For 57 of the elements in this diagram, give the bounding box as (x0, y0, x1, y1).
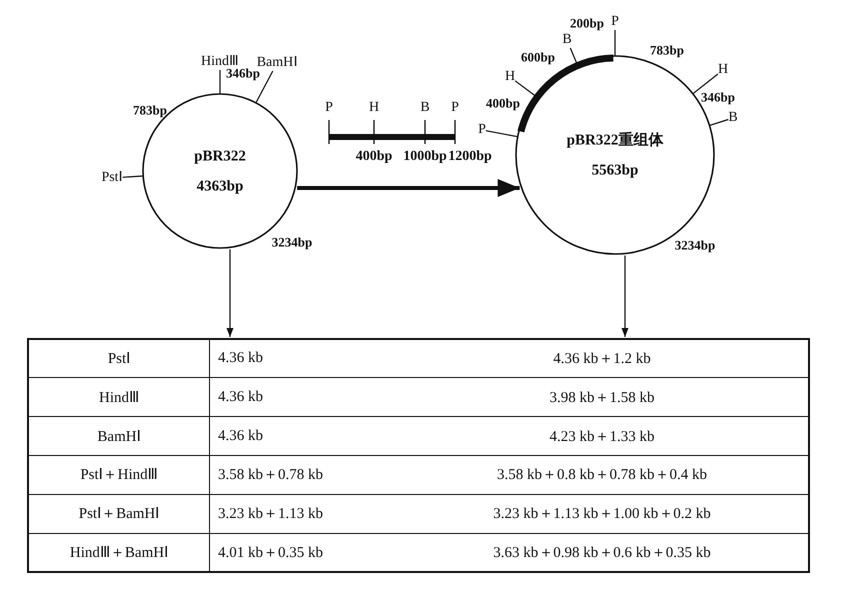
length-label: 600bp (521, 50, 555, 64)
table-cell: 4.23 kb＋1.33 kb (550, 428, 654, 445)
leader-line (255, 70, 274, 104)
table-cell: 3.63 kb＋0.98 kb＋0.6 kb＋0.35 kb (493, 544, 711, 561)
site-label: P (325, 100, 333, 116)
length-label: 3234bp (272, 234, 312, 250)
length-label: 346bp (701, 90, 735, 104)
arrow (622, 256, 628, 337)
table-cell: 4.36 kb＋1.2 kb (553, 351, 651, 368)
length-label: 783bp (650, 42, 684, 58)
length-label: 783bp (133, 102, 167, 118)
leader-line (692, 74, 718, 94)
leader-line (709, 118, 728, 126)
site-label: B (562, 32, 572, 48)
length-label: 1000bp (403, 149, 447, 165)
table-cell: 3.98 kb＋1.58 kb (550, 390, 654, 406)
table-cell: BamHⅠ (97, 428, 141, 445)
table-cell: 3.23 kb＋1.13 kb＋1.00 kb＋0.2 kb (493, 506, 711, 522)
table-cell: HindⅢ (99, 390, 139, 406)
table-cell: 4.36 kb (218, 350, 263, 366)
site-label: P (478, 122, 486, 138)
site-label: P (611, 14, 619, 30)
leader-line (614, 30, 616, 56)
plasmid-size: 5563bp (592, 162, 638, 180)
length-label: 3234bp (674, 238, 716, 252)
site-label: H (504, 69, 516, 85)
plasmid-size: 4363bp (196, 178, 244, 196)
table-cell: HindⅢ＋BamHⅠ (70, 544, 168, 561)
leader-line (486, 130, 518, 138)
table-cell: 4.36 kb (218, 388, 263, 405)
table-cell: 3.23 kb＋1.13 kb (218, 506, 323, 522)
table-cell: 4.36 kb (218, 428, 263, 444)
table-cell: PstⅠ＋HindⅢ (80, 467, 158, 484)
table-cell: PstⅠ＋BamHⅠ (78, 506, 160, 522)
leader-line (570, 48, 578, 64)
plasmid-name: pBR322重组体 (566, 132, 664, 150)
table-cell: PstⅠ (108, 351, 130, 368)
site-label: B (728, 110, 738, 126)
leader-line (219, 70, 221, 94)
leader-line (514, 80, 536, 96)
data-table (27, 338, 810, 573)
plasmid-name: pBR322 (194, 148, 246, 166)
arrow (297, 179, 520, 197)
site-label: B (420, 100, 430, 116)
site-label: PstⅠ (101, 170, 123, 186)
arrow (226, 249, 234, 337)
table-cell: 3.58 kb＋0.78 kb (218, 467, 323, 484)
site-label: H (368, 100, 380, 116)
site-label: P (451, 100, 459, 116)
length-label: 400bp (356, 149, 392, 165)
table-cell: 4.01 kb＋0.35 kb (218, 544, 323, 561)
table-cell: 3.58 kb＋0.8 kb＋0.78 kb＋0.4 kb (497, 467, 707, 484)
leader-line (122, 175, 144, 178)
length-label: 400bp (486, 96, 520, 110)
length-label: 200bp (570, 16, 604, 30)
site-label: H (718, 62, 728, 78)
length-label: 1200bp (448, 149, 492, 165)
